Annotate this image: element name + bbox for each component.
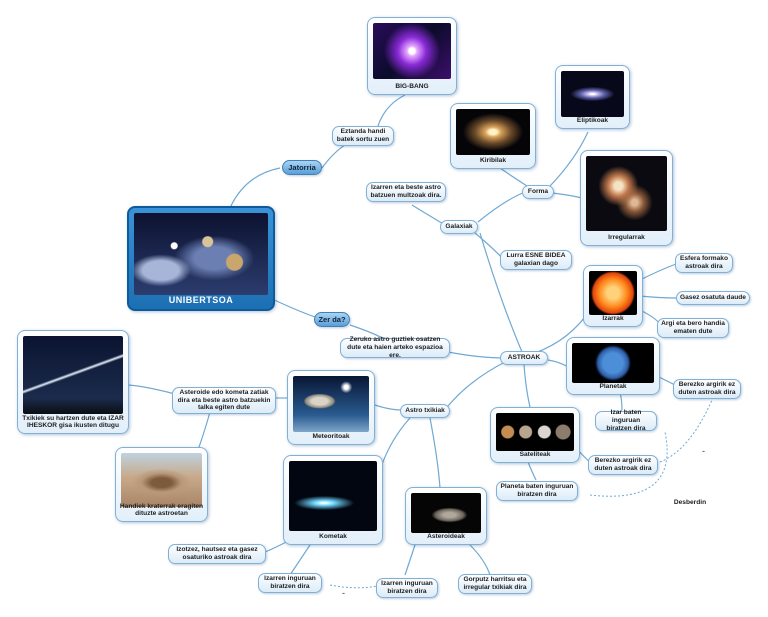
forma-node[interactable]: Forma xyxy=(522,185,554,199)
difference-label: Desberdin xyxy=(673,499,707,506)
craters-card[interactable]: Handiek kraterrak eragiten dituzte astro… xyxy=(115,447,208,522)
link-at-asteroideak xyxy=(429,417,441,489)
irregularrak-label: Irregularrak xyxy=(608,234,645,242)
kiribilak-label: Kiribilak xyxy=(479,157,507,165)
kometak-orbit-node[interactable]: Izarren inguruan biratzen dira xyxy=(258,573,322,593)
eliptikoak-card[interactable]: Eliptikoak xyxy=(555,65,630,129)
planetak-label: Planetak xyxy=(599,383,627,391)
kometak-desc-node[interactable]: Izotzez, hautsez eta gasez osaturiko ast… xyxy=(168,544,266,564)
galaxiak-location-node[interactable]: Lurra ESNE BIDEA galaxian dago xyxy=(500,250,572,270)
asteroideak-label: Asteroideak xyxy=(427,533,465,541)
link-astroak-sateliteak xyxy=(523,364,531,408)
link-ast-shape xyxy=(469,544,491,576)
irregularrak-card[interactable]: Irregularrak xyxy=(580,150,673,246)
jatorria-node[interactable]: Jatorria xyxy=(282,160,322,175)
meteoritoak-label: Meteoritoak xyxy=(312,433,350,441)
shooting-star-card[interactable]: Txikiek su hartzen dute eta IZAR IHESKOR… xyxy=(17,330,129,434)
link-izarrak-p1 xyxy=(639,263,677,281)
izarrak-label: Izarrak xyxy=(602,315,624,323)
kiribilak-card[interactable]: Kiribilak xyxy=(450,103,536,169)
zer-da-node[interactable]: Zer da? xyxy=(314,312,350,327)
planetak-orbit-node[interactable]: Izar baten inguruan biratzen dira xyxy=(595,409,657,432)
meteoritoak-card[interactable]: Meteoritoak xyxy=(287,370,375,445)
izarrak-prop-2[interactable]: Gasez osatuta daude xyxy=(676,291,750,305)
link-root-zerda xyxy=(269,297,319,319)
planetak-card[interactable]: Planetak xyxy=(566,337,660,395)
compare-mark-2: - xyxy=(342,588,345,598)
eliptikoak-label: Eliptikoak xyxy=(576,117,609,125)
meteor-desc-node[interactable]: Asteroide edo kometa zatiak dira eta bes… xyxy=(172,387,276,414)
compare-orbits xyxy=(329,584,379,589)
compare-mark-1: - xyxy=(702,446,705,456)
elliptical-galaxy-image xyxy=(561,71,624,117)
link-planetak-orbit xyxy=(619,392,623,411)
root-node-unibertsoa[interactable]: UNIBERTSOA xyxy=(127,206,275,311)
galaxiak-desc-node[interactable]: Izarren eta beste astro batzuen multzoak… xyxy=(366,182,446,202)
link-forma-irregularrak xyxy=(551,192,583,199)
asteroid-orbit-node[interactable]: Izarren inguruan biratzen dira xyxy=(376,578,438,598)
galaxiak-node[interactable]: Galaxiak xyxy=(440,220,478,234)
root-label: UNIBERTSOA xyxy=(168,294,234,305)
astro-txikiak-node[interactable]: Astro txikiak xyxy=(400,404,450,418)
link-sateliteak-orbit xyxy=(527,461,537,481)
comet-image xyxy=(289,461,377,531)
shooting-star-label: Txikiek su hartzen dute eta IZAR IHESKOR… xyxy=(22,414,124,430)
crater-image xyxy=(121,453,202,507)
link-astroak-galaxiak xyxy=(479,232,523,353)
zer-da-desc-node[interactable]: Zeruko astro guztiek osatzen dute eta ha… xyxy=(340,336,450,359)
sateliteak-own-light-node[interactable]: Berezko argirik ez duten astroak dira xyxy=(588,455,658,475)
spiral-galaxy-image xyxy=(456,109,530,155)
link-galaxiak-forma xyxy=(477,191,526,223)
link-at-kometak xyxy=(379,417,411,471)
link-desc-craters xyxy=(197,411,211,451)
planetak-own-light-node[interactable]: Berezko argirik ez duten astroak dira xyxy=(673,379,741,399)
link-root-jatorria xyxy=(229,167,281,209)
big-bang-image xyxy=(373,23,451,79)
sateliteak-orbit-node[interactable]: Planeta baten inguruan biratzen dira xyxy=(496,481,578,501)
kometak-card[interactable]: Kometak xyxy=(283,455,383,545)
sateliteak-label: Sateliteak xyxy=(519,451,551,459)
universe-image xyxy=(134,213,268,295)
sateliteak-card[interactable]: Sateliteak xyxy=(490,407,580,463)
link-ast-orbit xyxy=(404,544,416,576)
izarrak-prop-1[interactable]: Esfera formako astroak dira xyxy=(675,253,733,273)
big-bang-card[interactable]: BIG-BANG xyxy=(367,17,457,95)
moons-image xyxy=(496,413,574,451)
izarrak-card[interactable]: Izarrak xyxy=(583,265,643,327)
link-izarrak-p2 xyxy=(639,295,677,299)
link-at-meteoritoak xyxy=(374,404,404,411)
link-galaxiak-desc xyxy=(411,204,446,226)
link-desc-bigbang xyxy=(377,94,406,127)
link-desc-shooting xyxy=(124,384,176,395)
link-kom-orbit xyxy=(289,544,311,576)
asteroideak-card[interactable]: Asteroideak xyxy=(405,487,487,545)
irregular-galaxy-image xyxy=(586,156,667,231)
meteor-image xyxy=(293,376,369,432)
shooting-star-image xyxy=(23,336,123,414)
asteroid-image xyxy=(411,493,481,533)
sun-image xyxy=(589,271,637,315)
jatorria-desc-node[interactable]: Eztanda handi batek sortu zuen xyxy=(332,126,394,146)
asteroid-shape-node[interactable]: Gorputz harritsu eta irregular txikiak d… xyxy=(458,574,532,594)
link-galaxiak-location xyxy=(474,232,503,259)
link-forma-eliptikoak xyxy=(549,131,589,187)
izarrak-prop-3[interactable]: Argi eta bero handia ematen dute xyxy=(657,318,729,338)
kometak-label: Kometak xyxy=(319,533,347,541)
link-astroak-planetak xyxy=(547,359,569,368)
craters-label: Handiek kraterrak eragiten dituzte astro… xyxy=(119,502,204,518)
link-forma-kiribilak xyxy=(499,167,528,187)
big-bang-label: BIG-BANG xyxy=(395,83,429,91)
link-astroak-astrotxikiak xyxy=(447,361,506,407)
astroak-node[interactable]: ASTROAK xyxy=(500,351,548,365)
compare-planet-satellite-light xyxy=(659,399,713,463)
link-desc-astroak xyxy=(447,351,506,359)
earth-image xyxy=(572,343,654,383)
